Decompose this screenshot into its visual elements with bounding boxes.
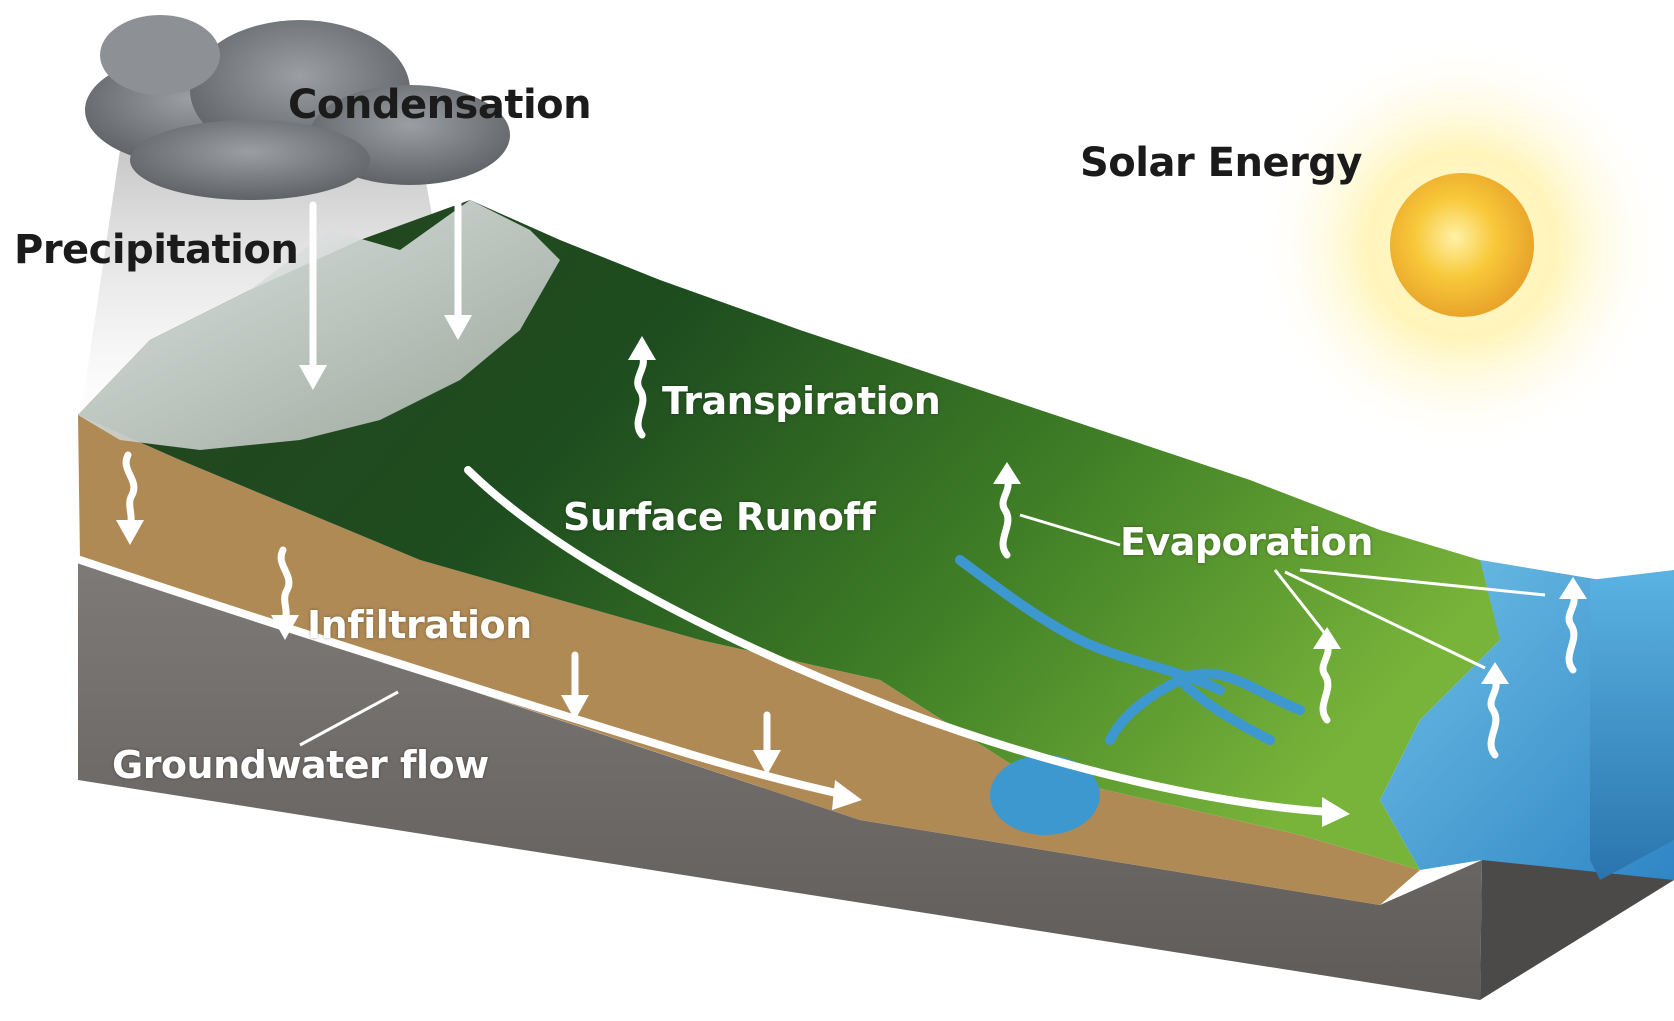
transpiration-label: Transpiration (662, 379, 941, 423)
surface-runoff-label: Surface Runoff (563, 495, 876, 539)
cloud-icon (85, 15, 510, 200)
bedrock-layer (78, 560, 1482, 1000)
evaporation-arrow-icon (999, 476, 1578, 759)
sun-icon (1252, 35, 1672, 455)
solar-energy-label: Solar Energy (1080, 140, 1363, 186)
soil-layer (78, 415, 1420, 905)
lake (990, 755, 1100, 835)
evaporation-label: Evaporation (1120, 520, 1373, 564)
river (955, 555, 1305, 745)
transpiration-arrow-icon (628, 336, 656, 439)
sea-side (1590, 570, 1674, 880)
groundwater-flow-label: Groundwater flow (112, 743, 489, 787)
infiltration-arrow-icon (122, 451, 771, 759)
surface-runoff-arrow-icon (464, 466, 1350, 827)
precipitation-arrow-icon (299, 184, 472, 390)
condensation-label: Condensation (288, 82, 592, 128)
evaporation-leader-lines (1019, 513, 1546, 670)
bedrock-side (1480, 840, 1674, 1000)
snowy-mountains (78, 200, 560, 450)
infiltration-label: Infiltration (307, 603, 532, 647)
precipitation-label: Precipitation (14, 227, 299, 273)
groundwater-flow-arrow-icon (76, 556, 862, 810)
